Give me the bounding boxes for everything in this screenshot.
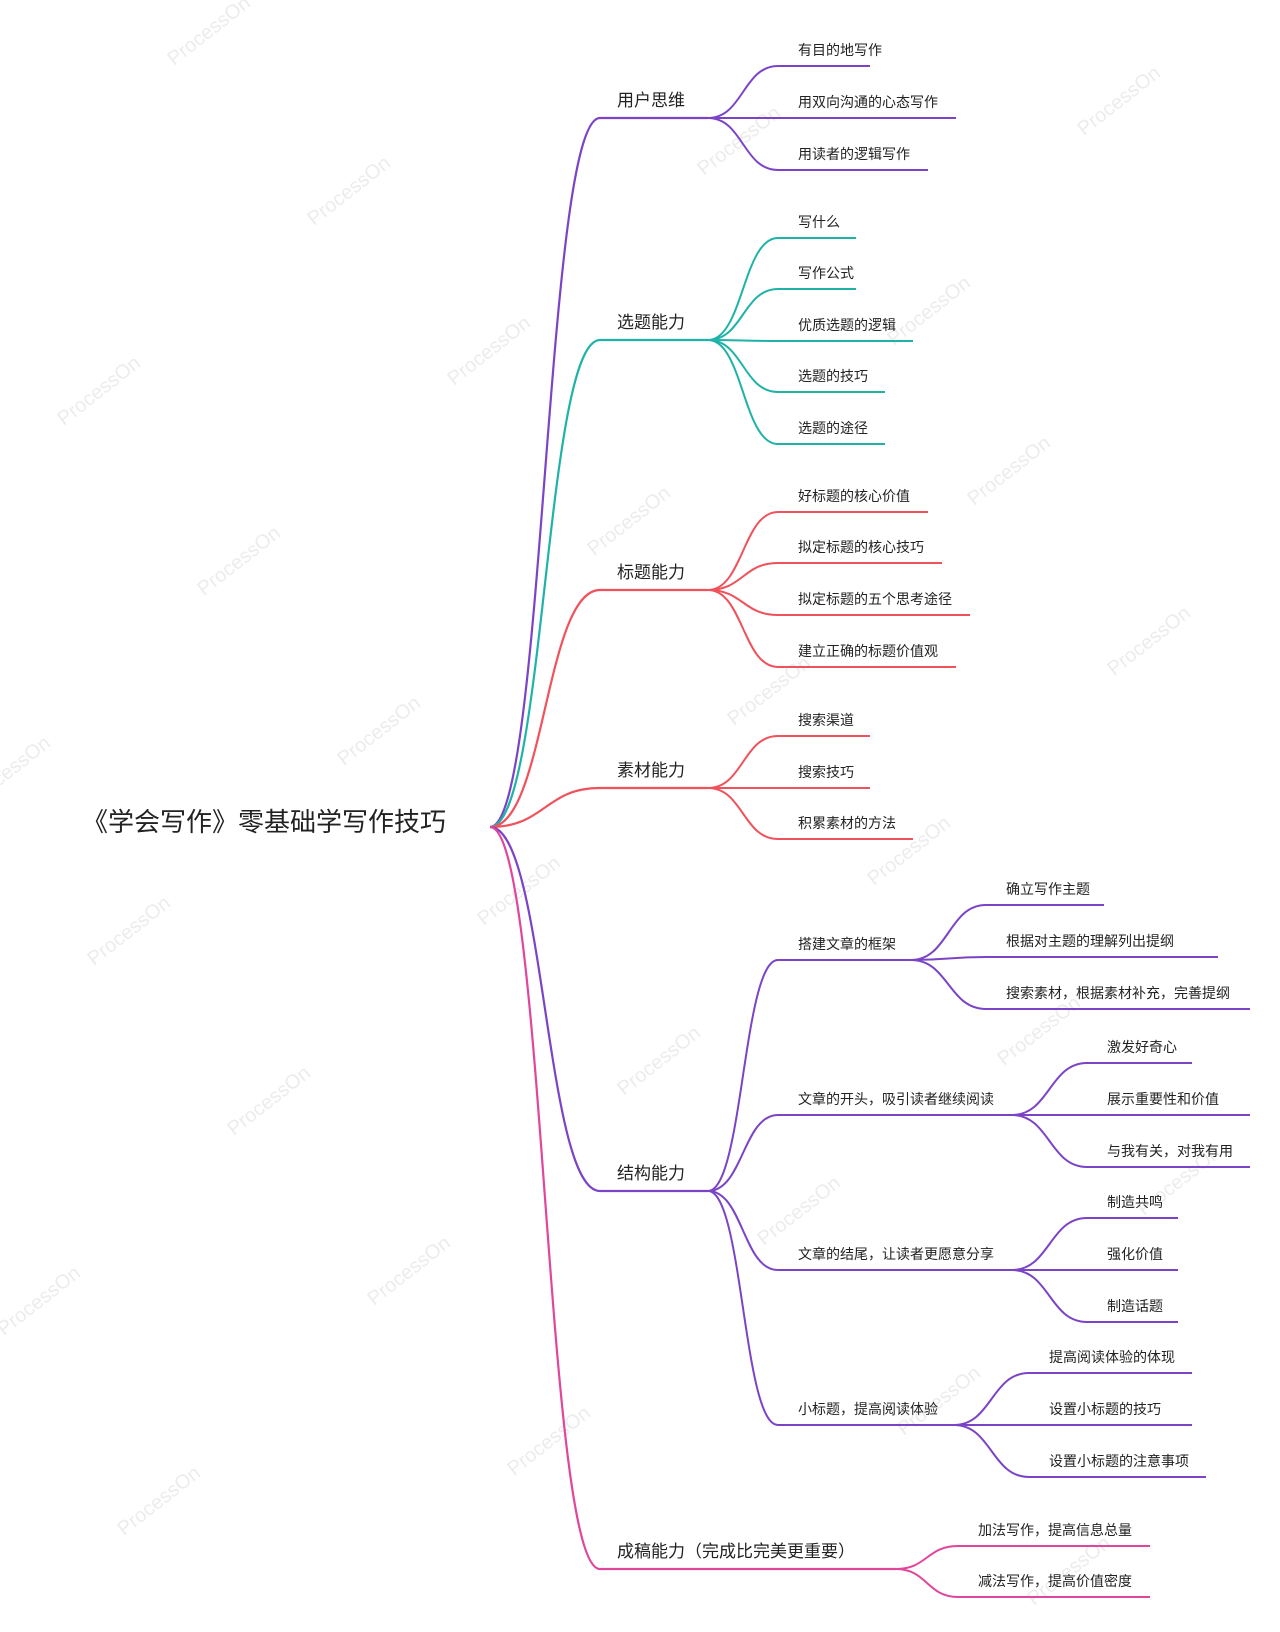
subtopic: 搜索渠道 [798,713,854,729]
branch-topic: 结构能力 [617,1164,685,1184]
detail-topic: 提高阅读体验的体现 [1049,1350,1175,1366]
subtopic: 好标题的核心价值 [798,489,910,505]
subtopic-connector [895,1545,959,1570]
detail-topic: 搜索素材，根据素材补充，完善提纲 [1006,986,1230,1002]
subtopic: 优质选题的逻辑 [798,318,896,334]
subtopic: 减法写作，提高价值密度 [978,1574,1132,1590]
detail-topic: 确立写作主题 [1006,882,1090,898]
subtopic: 加法写作，提高信息总量 [978,1523,1132,1539]
subtopic: 选题的技巧 [798,369,868,385]
subtopic: 写作公式 [798,266,854,282]
branch-topic: 选题能力 [617,313,685,333]
detail-topic: 根据对主题的理解列出提纲 [1006,934,1174,950]
detail-topic: 展示重要性和价值 [1107,1092,1219,1108]
subtopic-connector [707,288,779,341]
subtopic: 搜索技巧 [798,765,854,781]
detail-connector [953,1372,1030,1426]
branch-topic: 用户思维 [617,91,685,111]
subtopic: 选题的途径 [798,421,868,437]
subtopic-connector [707,589,779,616]
detail-connector [910,956,987,961]
subtopic-connector [707,787,779,840]
subtopic: 搭建文章的框架 [798,937,896,953]
subtopic: 拟定标题的五个思考途径 [798,592,952,608]
detail-connector [1011,1114,1088,1168]
subtopic-connector [707,562,779,591]
subtopic-connector [707,65,779,119]
branch-connector [489,825,601,1193]
subtopic-connector [707,1190,779,1271]
detail-topic: 设置小标题的注意事项 [1049,1454,1189,1470]
subtopic-connector [707,1190,779,1426]
subtopic: 积累素材的方法 [798,816,896,832]
detail-connector [1011,1217,1088,1271]
subtopic-connector [707,117,779,171]
detail-connector [953,1424,1030,1478]
branch-connector [489,786,601,829]
branch-topic: 成稿能力（完成比完美更重要） [617,1542,855,1562]
subtopic: 用双向沟通的心态写作 [798,95,938,111]
subtopic-connector [707,959,779,1192]
subtopic: 拟定标题的核心技巧 [798,540,924,556]
root-topic: 《学会写作》零基础学写作技巧 [82,808,447,838]
detail-topic: 强化价值 [1107,1247,1163,1263]
subtopic-connector [707,1114,779,1192]
subtopic: 文章的结尾，让读者更愿意分享 [798,1247,994,1263]
detail-topic: 设置小标题的技巧 [1049,1402,1161,1418]
subtopic: 用读者的逻辑写作 [798,147,910,163]
branch-connector [489,116,601,829]
subtopic: 文章的开头，吸引读者继续阅读 [798,1092,994,1108]
subtopic: 有目的地写作 [798,43,882,59]
subtopic: 写什么 [798,215,840,231]
branch-connector [489,588,601,829]
branch-topic: 素材能力 [617,761,685,781]
detail-topic: 与我有关，对我有用 [1107,1144,1233,1160]
subtopic: 建立正确的标题价值观 [798,644,938,660]
branch-connector [489,825,601,1571]
subtopic-connector [707,589,779,668]
subtopic-connector [707,735,779,789]
subtopic-connector [895,1568,959,1598]
branch-topic: 标题能力 [617,563,685,583]
detail-connector [1011,1062,1088,1116]
detail-connector [910,904,987,961]
subtopic-connector [707,339,779,342]
subtopic-connector [707,339,779,393]
detail-connector [910,959,987,1010]
subtopic-connector [707,511,779,591]
detail-topic: 制造共鸣 [1107,1195,1163,1211]
detail-topic: 制造话题 [1107,1299,1163,1315]
detail-connector [1011,1269,1088,1323]
detail-topic: 激发好奇心 [1107,1040,1177,1056]
subtopic: 小标题，提高阅读体验 [798,1402,938,1418]
subtopic-connector [707,339,779,445]
branch-connector [489,338,601,829]
subtopic-connector [707,237,779,341]
